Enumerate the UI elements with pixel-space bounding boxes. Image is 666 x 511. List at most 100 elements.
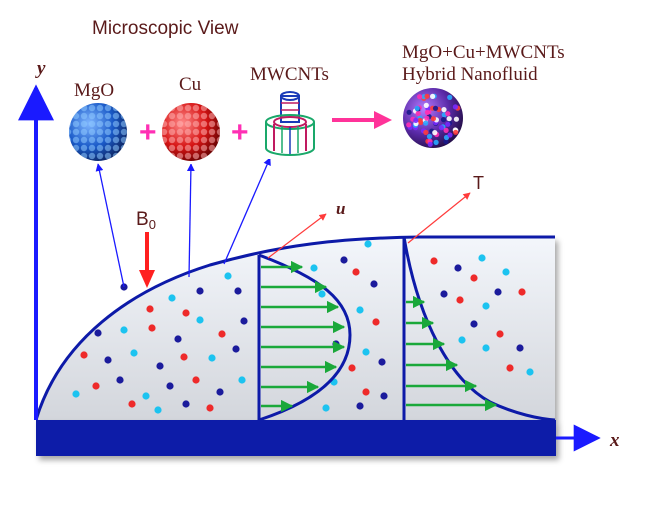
nanoparticle-dot [130,349,138,357]
nanoparticle-dot [94,329,102,337]
hybrid-particle-speck [443,138,449,145]
hybrid-particle-speck [432,130,438,136]
solid-wall [36,420,556,456]
hybrid-particle-speck [447,132,453,138]
nanoparticle-dot [526,368,534,376]
hybrid-particle-speck [443,127,449,133]
nanoparticle-dot [148,324,156,332]
nanoparticle-dot [322,404,330,412]
hybrid-particle-speck [453,116,459,122]
nanoparticle-dot [142,392,150,400]
mwcnts-label: MWCNTs [250,64,329,85]
hybrid-particle-speck [446,116,452,122]
nanoparticle-dot [146,305,154,313]
hybrid-particle-speck [441,107,447,113]
hybrid-particle-speck [423,102,429,108]
boundary-layer-edge [34,235,555,421]
nanoparticle-dot [218,330,226,338]
hybrid-particle-speck [427,141,433,147]
velocity-arrows-1 [261,260,346,413]
nanoparticle-dot [502,268,510,276]
magnetic-field-arrow [139,232,155,288]
hybrid-particle-speck [452,104,458,110]
velocity-u-label: u [336,199,345,218]
nanoparticle-dot [364,240,372,248]
nanoparticle-dot [470,274,478,282]
nanoparticle-dot [378,358,386,366]
nanoparticle-dot [196,287,204,295]
nanoparticle-dot [482,302,490,310]
nanoparticle-dot [506,364,514,372]
hybrid-label-line1: MgO+Cu+MWCNTs [402,42,565,63]
hybrid-particle-speck [447,94,453,100]
nanoparticle-dot [356,306,364,314]
mgo-label: MgO [74,80,114,101]
hybrid-particle-speck [440,117,447,123]
nanoparticle-dot [174,335,182,343]
combine-arrow [332,111,392,129]
nanoparticle-dot [518,288,526,296]
nanoparticle-dots [72,240,534,414]
nanoparticle-dot [168,294,176,302]
hybrid-particle-speck [426,133,433,140]
hybrid-particle-speck [433,139,439,145]
nanoparticle-dot [440,290,448,298]
hybrid-particle-speck [423,129,429,135]
nanoparticle-dot [362,348,370,356]
hybrid-particle-speck [414,105,420,111]
nanoparticle-dot [352,268,360,276]
y-axis-label: y [35,58,46,79]
nanoparticle-dot [208,354,216,362]
nanoparticle-dot [310,264,318,272]
nanoparticle-dot [356,402,364,410]
nanoparticle-dot [196,316,204,324]
nanoparticle-dot [380,392,388,400]
cu-label: Cu [179,74,202,95]
nanoparticle-dot [516,344,524,352]
hybrid-particle-speck [424,115,430,121]
nanoparticle-dot [182,309,190,317]
hybrid-particle-speck [424,93,430,99]
hybrid-particle-speck [432,105,439,111]
mgo-nanoparticle-icon [66,101,130,163]
nanoparticle-dot [182,400,190,408]
nanoparticle-dot [362,388,370,396]
nanoparticle-dot [454,264,462,272]
nanoparticle-dot [166,382,174,390]
nanoparticle-dot [92,382,100,390]
nanoparticle-dot [80,351,88,359]
nanoparticle-dot [120,326,128,334]
x-axis-label: x [609,430,620,451]
nanoparticle-dot [128,400,136,408]
hybrid-particle-speck [445,121,451,127]
nanoparticle-dot [318,290,326,298]
nanoparticle-dot [216,388,224,396]
hybrid-label-line2: Hybrid Nanofluid [402,64,538,85]
nanoparticle-dot [482,344,490,352]
microscopic-view-title: Microscopic View [92,18,239,39]
nanoparticle-dot [116,376,124,384]
hybrid-particle-speck [413,117,419,123]
magnetic-field-label: B0 [136,209,156,232]
cu-nanoparticle-icon [161,100,221,164]
velocity-arrows-2 [406,295,498,412]
nanoparticle-dot [370,280,378,288]
nanoparticle-dot [456,296,464,304]
hybrid-particle-speck [438,125,444,131]
nanoparticle-dot [154,406,162,414]
T-indicator-arrow [407,192,471,244]
hybrid-particle-speck [430,116,436,122]
nanoparticle-dot [348,364,356,372]
nanoparticle-dot [240,317,248,325]
nanoparticle-dot [156,362,164,370]
nanoparticle-dot [206,404,214,412]
u-indicator-arrow [267,213,327,259]
cu-pointer [186,163,195,278]
particle-pointers [95,157,271,288]
nanoparticle-dot [478,254,486,262]
hybrid-particle-speck [423,120,429,126]
hybrid-particle-speck [424,109,430,115]
nanoparticle-dot [224,272,232,280]
plus-sign-1: + [139,116,157,149]
